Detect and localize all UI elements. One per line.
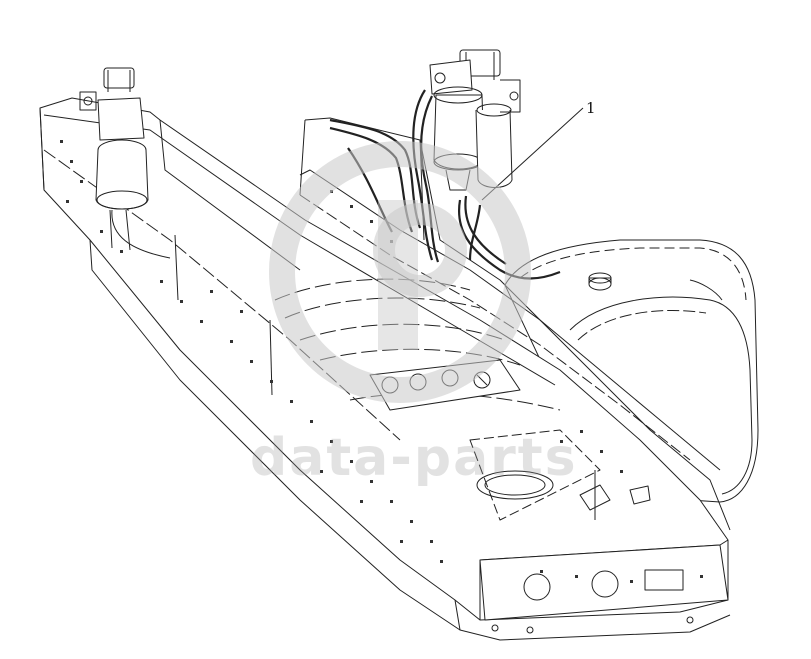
callout-label: 1	[586, 99, 596, 117]
rear-end-plate	[479, 544, 729, 634]
callout-leader-line	[481, 107, 584, 201]
fifth-wheel-mount	[469, 429, 651, 521]
hole-pattern	[60, 140, 703, 583]
watermark-text: data-parts	[250, 428, 578, 488]
watermark-logo	[269, 141, 531, 403]
left-fuel-filter	[79, 67, 171, 259]
